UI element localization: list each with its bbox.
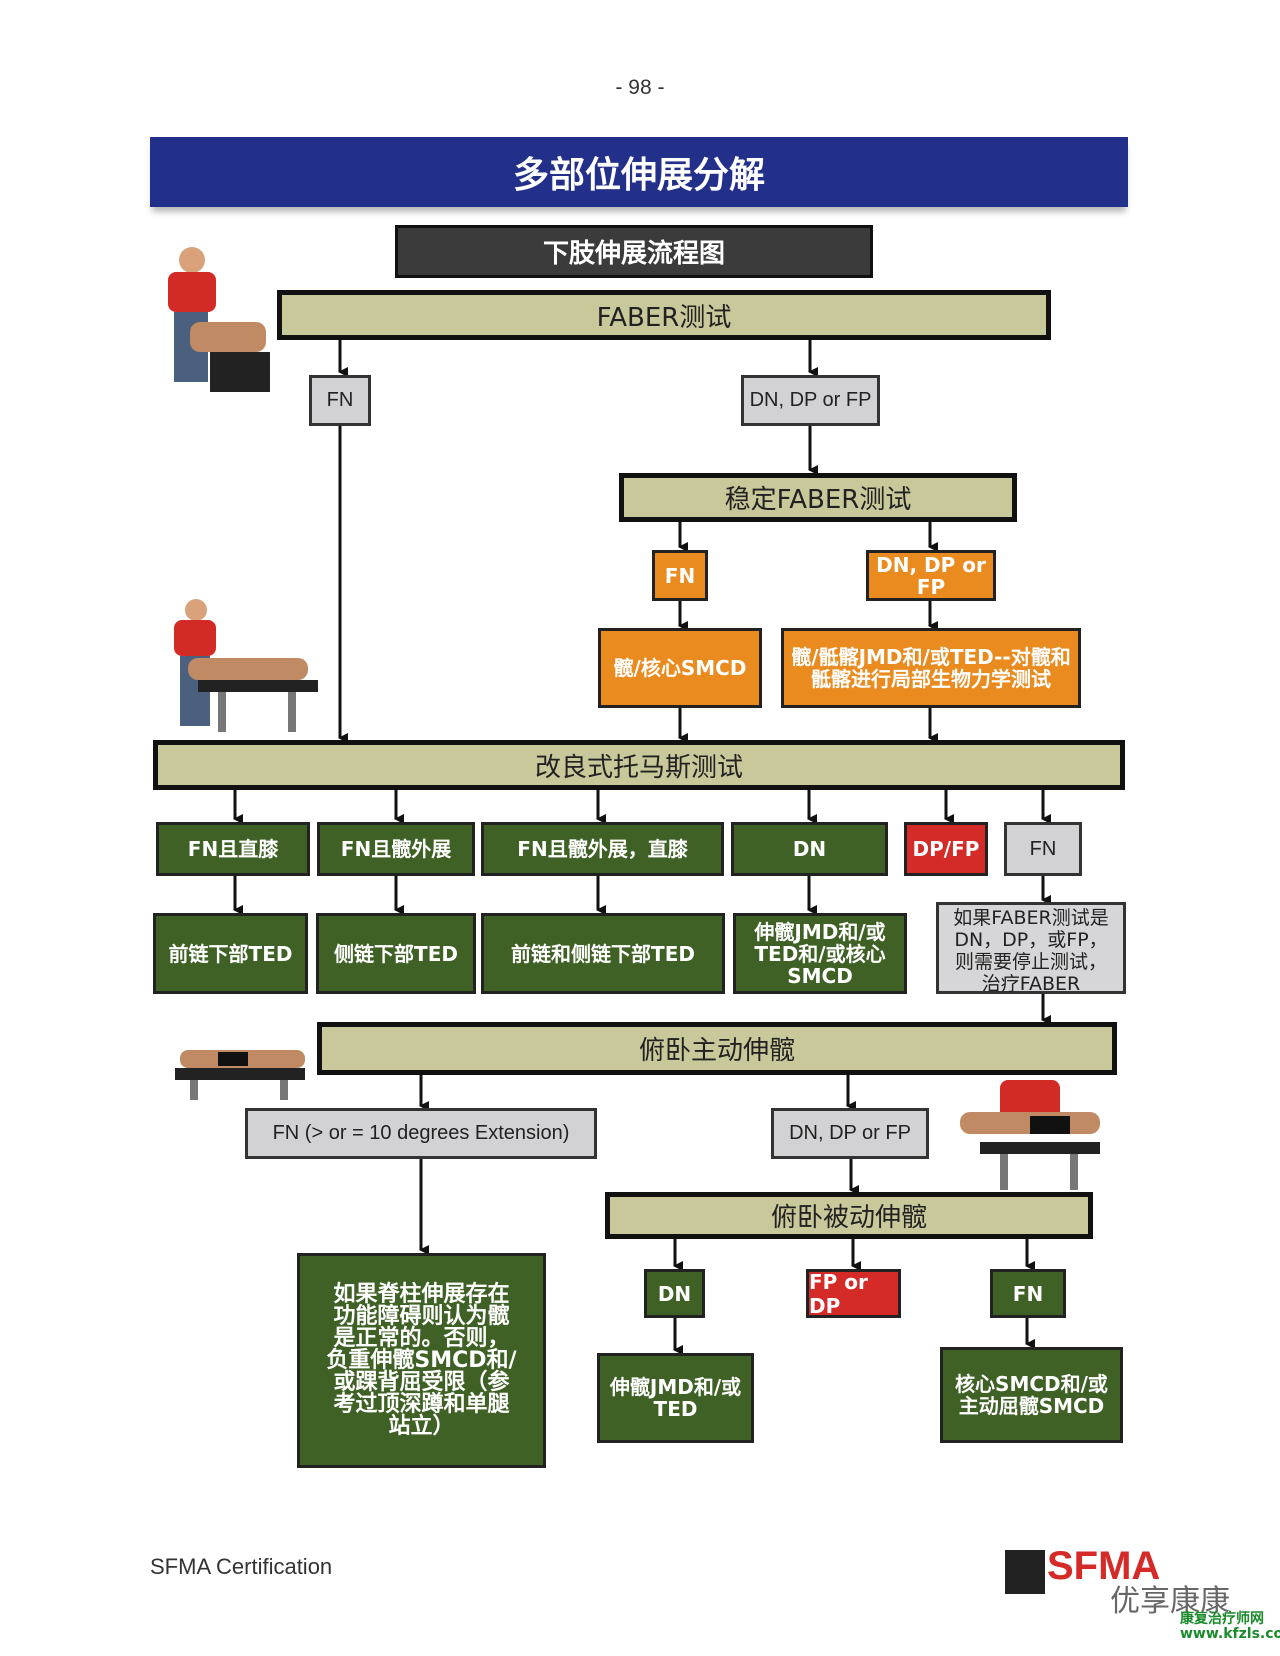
spine-note-line7: 站立） (388, 1413, 455, 1439)
passive-fn-line2: 主动屈髋SMCD (958, 1394, 1105, 1418)
faber-stop-note: 如果FABER测试是 DN，DP，或FP， 则需要停止测试， 治疗FABER (936, 902, 1126, 995)
faber-note-line4: 治疗FABER (981, 973, 1081, 995)
faber-note-line3: 则需要停止测试， (954, 951, 1107, 973)
thomas-fn-abduction-straight-knee: FN且髋外展，直膝 (481, 822, 724, 876)
faber-note-line1: 如果FABER测试是 (953, 907, 1109, 929)
dn-result-line1: 伸髋JMD和/或 (754, 919, 886, 944)
watermark-site: 康复治疗师网 www.kfzls.com (1180, 1612, 1280, 1642)
sfma-logo-text: SFMA (1047, 1544, 1161, 1588)
faber-test-box: FABER测试 (277, 290, 1051, 340)
passive-dn-result: 伸髋JMD和/或 TED (597, 1353, 754, 1443)
lateral-chain-ted: 侧链下部TED (316, 913, 476, 994)
passive-dn-line2: TED (653, 1397, 698, 1421)
spine-note-line3: 是正常的。否则， (333, 1325, 510, 1351)
prone-passive-extension-box: 俯卧被动伸髋 (605, 1192, 1093, 1239)
spine-note-line2: 功能障碍则认为髋 (333, 1303, 510, 1329)
prone-active-extension-box: 俯卧主动伸髋 (317, 1022, 1117, 1075)
spine-note-line1: 如果脊柱伸展存在 (333, 1281, 510, 1307)
prone-passive-dn-box: DN (644, 1269, 705, 1318)
passive-fn-line1: 核心SMCD和/或 (955, 1372, 1108, 1396)
stable-faber-fn-box: FN (652, 550, 708, 601)
caduceus-icon (1005, 1550, 1045, 1594)
hip-si-jmd-box: 髋/骶髂JMD和/或TED--对髋和 骶髂进行局部生物力学测试 (781, 628, 1081, 708)
chart-title: 下肢伸展流程图 (395, 225, 873, 278)
hip-extension-jmd-ted-smcd: 伸髋JMD和/或 TED和/或核心 SMCD (733, 913, 907, 994)
thomas-test-photo (158, 598, 323, 736)
thomas-dp-fp: DP/FP (904, 822, 988, 876)
prone-active-photo (160, 1022, 310, 1102)
hip-si-jmd-line1: 髋/骶髂JMD和/或TED--对髋和 (791, 645, 1071, 669)
prone-active-fn-box: FN (> or = 10 degrees Extension) (245, 1108, 597, 1159)
passive-fn-result: 核心SMCD和/或 主动屈髋SMCD (940, 1347, 1123, 1443)
footer-text: SFMA Certification (150, 1554, 333, 1579)
sfma-logo: SFMA (1005, 1544, 1160, 1602)
dn-result-line2: TED和/或核心 (754, 941, 886, 966)
thomas-fn: FN (1004, 822, 1082, 876)
anterior-chain-ted: 前链下部TED (153, 913, 308, 994)
banner-title: 多部位伸展分解 (150, 137, 1128, 207)
faber-test-photo (150, 242, 270, 392)
stable-faber-dn-box: DN, DP or FP (866, 550, 996, 601)
stable-faber-box: 稳定FABER测试 (619, 473, 1017, 522)
faber-fn-box: FN (309, 375, 371, 426)
spine-note-line6: 考过顶深蹲和单腿 (333, 1391, 510, 1417)
hip-core-smcd-box: 髋/核心SMCD (598, 628, 762, 708)
passive-dn-line1: 伸髋JMD和/或 (609, 1375, 742, 1399)
modified-thomas-box: 改良式托马斯测试 (153, 740, 1125, 790)
faber-dn-box: DN, DP or FP (741, 375, 880, 426)
prone-passive-photo (960, 1080, 1100, 1192)
anterior-lateral-chain-ted: 前链和侧链下部TED (481, 913, 725, 994)
spine-note-line5: 或踝背屈受限（参 (333, 1369, 510, 1395)
prone-active-dn-box: DN, DP or FP (771, 1108, 929, 1159)
thomas-dn: DN (731, 822, 888, 876)
thomas-fn-straight-knee: FN且直膝 (156, 822, 310, 876)
page-number: - 98 - (615, 76, 665, 99)
watermark-site-line1: 康复治疗师网 (1180, 1611, 1264, 1627)
prone-passive-fp-box: FP or DP (806, 1269, 901, 1318)
prone-passive-fn-box: FN (990, 1269, 1066, 1318)
hip-si-jmd-line2: 骶髂进行局部生物力学测试 (811, 667, 1051, 691)
watermark-text: 优享康康 (1110, 1584, 1230, 1619)
dn-result-line3: SMCD (787, 963, 853, 988)
thomas-fn-hip-abduction: FN且髋外展 (317, 822, 475, 876)
watermark-site-line2: www.kfzls.com (1180, 1626, 1280, 1642)
spine-extension-note: 如果脊柱伸展存在 功能障碍则认为髋 是正常的。否则， 负重伸髋SMCD和/ 或踝… (297, 1253, 546, 1468)
faber-note-line2: DN，DP，或FP， (954, 929, 1108, 951)
spine-note-line4: 负重伸髋SMCD和/ (326, 1347, 517, 1373)
